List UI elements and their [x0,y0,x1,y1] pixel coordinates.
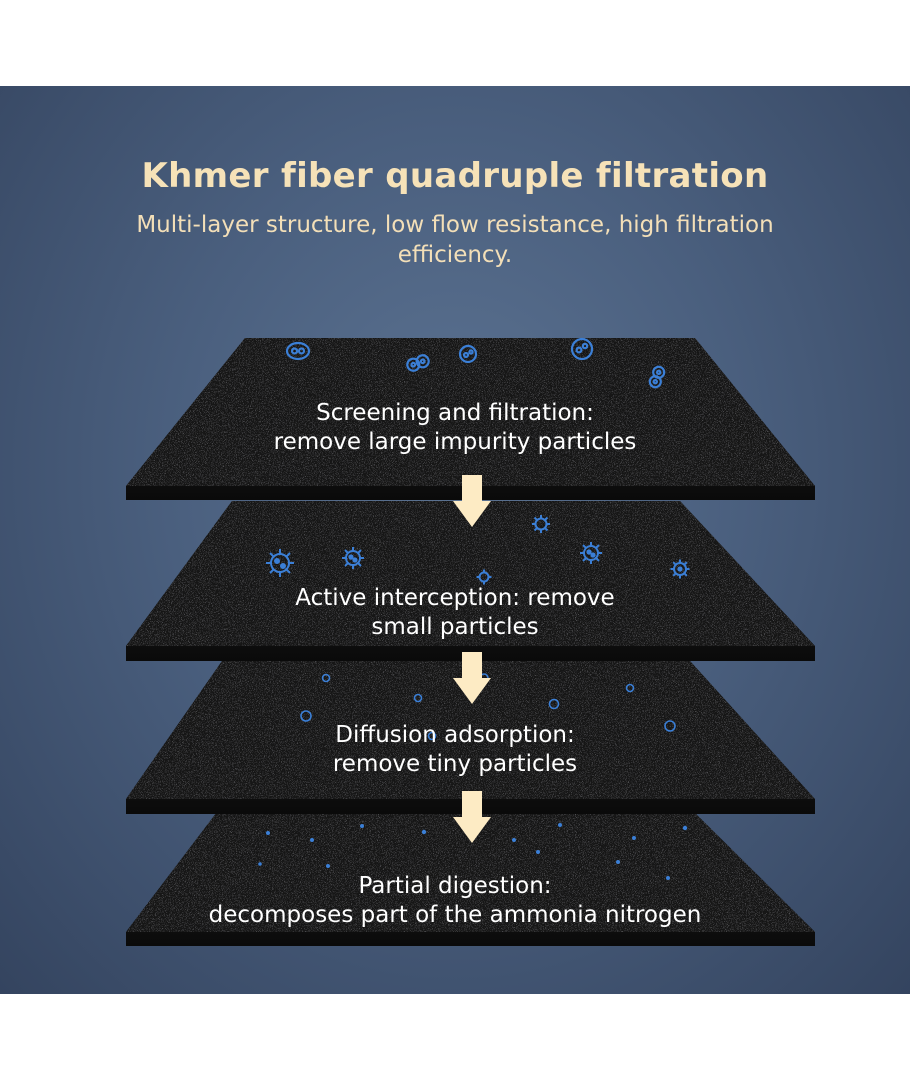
tiny-germ-icon [300,673,676,741]
filter-layer-2 [126,501,815,661]
layer-2-label-line2: small particles [371,614,539,640]
layer-3-label: Diffusion adsorption: remove tiny partic… [155,721,755,779]
layer-4-label: Partial digestion: decomposes part of th… [155,872,755,930]
filter-layers-graphic [126,337,815,946]
page-subtitle: Multi-layer structure, low flow resistan… [136,212,774,268]
infographic-panel: Khmer fiber quadruple filtration Multi-l… [0,86,910,994]
down-arrow-icon [453,791,491,843]
layer-4-label-line2: decomposes part of the ammonia nitrogen [208,902,702,928]
down-arrow-icon [453,652,491,704]
layer-1-label-line2: remove large impurity particles [273,429,637,455]
down-arrow-icon [453,475,491,527]
layer-4-label-line1: Partial digestion: [358,873,552,899]
layer-3-label-line1: Diffusion adsorption: [335,722,575,748]
filter-layer-4 [126,808,815,946]
layer-2-label: Active interception: remove small partic… [155,584,755,642]
dot-icon [258,820,688,880]
filter-layer-3 [126,661,815,814]
filter-layer-1 [126,337,815,500]
germ-icon [266,515,690,585]
layer-3-label-line2: remove tiny particles [332,751,578,777]
layer-2-label-line1: Active interception: remove [295,585,615,611]
page-title: Khmer fiber quadruple filtration [141,156,769,196]
large-particle-icon [285,337,666,389]
layer-1-label: Screening and filtration: remove large i… [155,399,755,457]
layer-1-label-line1: Screening and filtration: [316,400,594,426]
